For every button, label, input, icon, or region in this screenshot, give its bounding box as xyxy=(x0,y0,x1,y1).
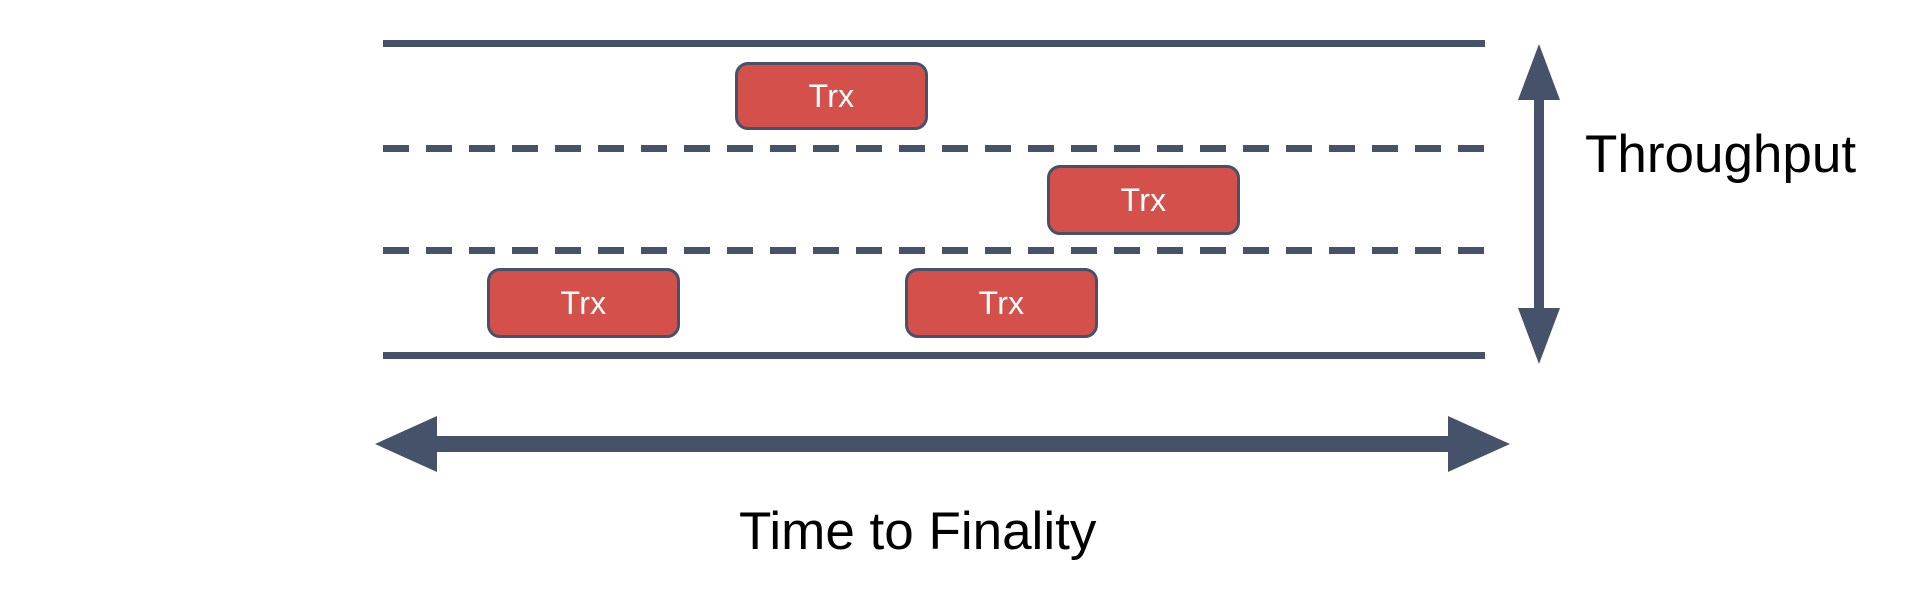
throughput-label: Throughput xyxy=(1585,125,1857,184)
lane-boundary-top-line xyxy=(383,40,1485,47)
transaction-box[interactable]: Trx xyxy=(487,268,680,338)
transaction-label: Trx xyxy=(808,78,855,114)
transaction-label: Trx xyxy=(978,285,1025,321)
lane-boundary-bottom-line xyxy=(383,352,1485,359)
lane-divider-upper-line xyxy=(383,145,1485,152)
transaction-box[interactable]: Trx xyxy=(905,268,1098,338)
lane-divider-lower-line xyxy=(383,247,1485,254)
time-to-finality-label: Time to Finality xyxy=(739,502,1097,561)
transaction-box[interactable]: Trx xyxy=(735,62,928,130)
transaction-label: Trx xyxy=(560,285,607,321)
transaction-label: Trx xyxy=(1120,182,1167,218)
time-to-finality-arrow-icon xyxy=(375,416,1510,472)
transaction-box[interactable]: Trx xyxy=(1047,165,1240,235)
throughput-arrow-icon xyxy=(1518,44,1560,364)
